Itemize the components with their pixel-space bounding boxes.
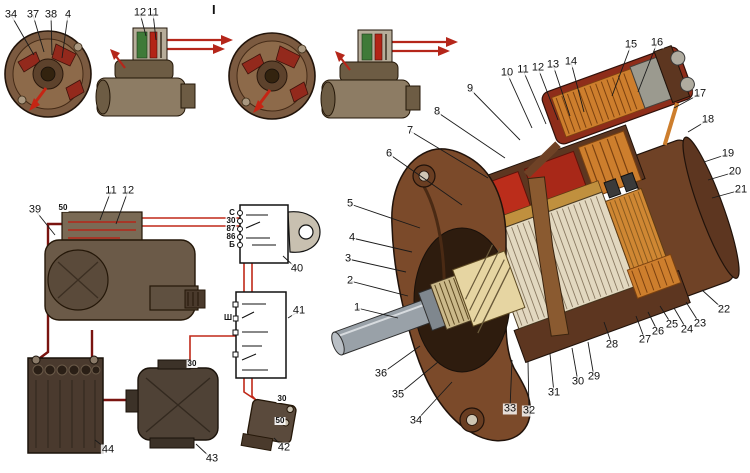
- section-marker: I: [212, 2, 216, 17]
- side-view-b: [319, 28, 460, 120]
- shaft-and-drive: [331, 244, 526, 356]
- side-view-a: [94, 26, 235, 118]
- starter-cutaway: [331, 44, 740, 442]
- end-view-a: [3, 29, 93, 119]
- relay-42: [240, 398, 297, 452]
- relay-40: [237, 204, 321, 264]
- wiring-diagram: [27, 204, 321, 454]
- control-box-41: [232, 291, 287, 379]
- starter-body: [460, 44, 740, 364]
- generator: [125, 359, 219, 449]
- battery: [27, 355, 104, 454]
- end-view-b: [227, 31, 317, 121]
- starter-schematic: [44, 211, 206, 321]
